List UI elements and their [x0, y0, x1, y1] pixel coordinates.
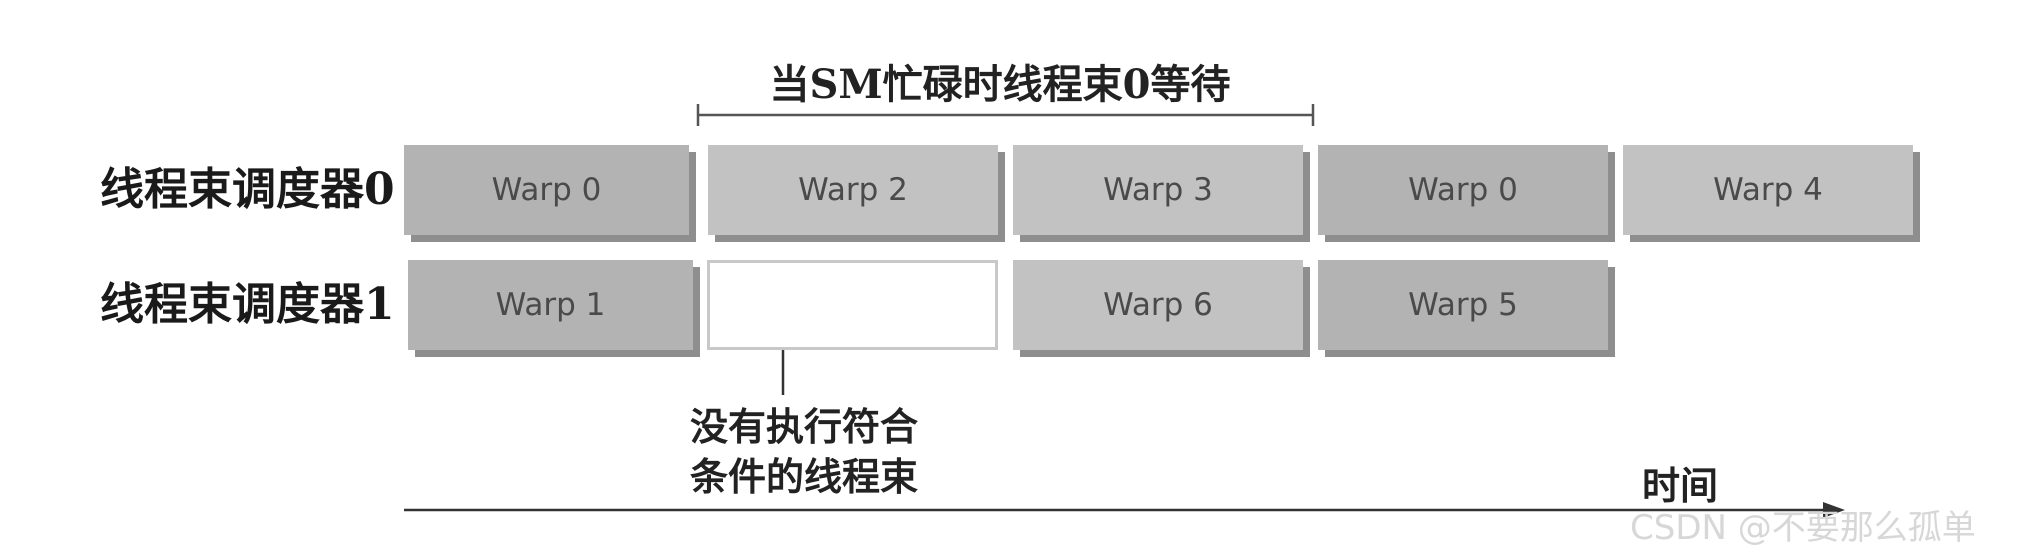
- empty-slot-annotation: 没有执行符合 条件的线程束: [690, 402, 990, 502]
- warp-block: Warp 0: [404, 145, 689, 235]
- time-axis-label: 时间: [1642, 463, 1719, 508]
- empty-slot: [707, 260, 998, 350]
- scheduler-1-label: 线程束调度器1: [100, 279, 395, 330]
- warp-block: Warp 4: [1623, 145, 1913, 235]
- warp-block: Warp 6: [1013, 260, 1303, 350]
- warp-block: Warp 0: [1318, 145, 1608, 235]
- wait-bracket: [696, 104, 1315, 126]
- warp-block: Warp 3: [1013, 145, 1303, 235]
- diagram-title: 当SM忙碌时线程束0等待: [769, 61, 1231, 108]
- warp-block: Warp 1: [408, 260, 693, 350]
- watermark: CSDN @不要那么孤单: [1630, 508, 1976, 548]
- annotation-line-2: 条件的线程束: [690, 454, 919, 499]
- warp-block: Warp 5: [1318, 260, 1608, 350]
- scheduler-0-label: 线程束调度器0: [100, 164, 395, 215]
- annotation-line-1: 没有执行符合: [690, 404, 919, 449]
- time-axis-arrow: [404, 502, 1845, 518]
- warp-block: Warp 2: [708, 145, 998, 235]
